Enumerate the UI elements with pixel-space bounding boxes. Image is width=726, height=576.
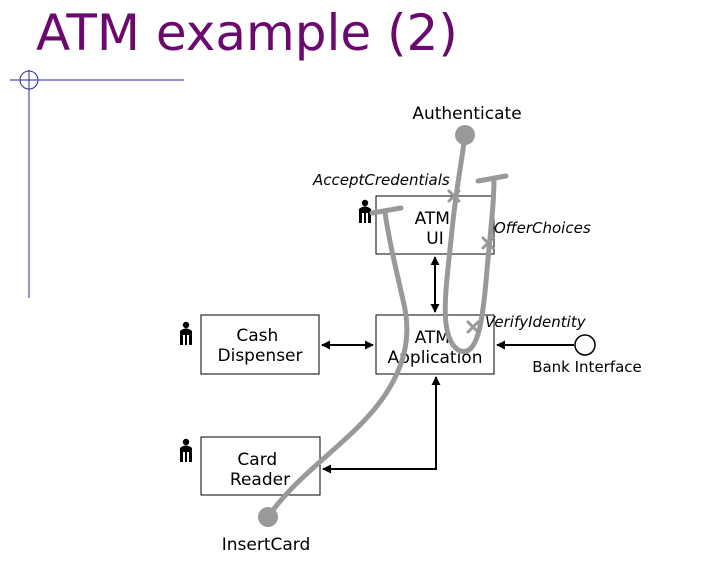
responsibility-accept-credentials: AcceptCredentials — [312, 171, 450, 189]
actor-icon — [359, 199, 371, 223]
path-label-insertcard: InsertCard — [222, 535, 311, 555]
actor-icon — [180, 321, 192, 345]
use-case-path — [265, 132, 509, 520]
component-connectors — [321, 256, 574, 474]
card-reader-label: Card Reader — [230, 450, 290, 490]
responsibility-cross-offer — [481, 236, 495, 250]
path-label-authenticate: Authenticate — [412, 104, 521, 124]
path-start-point-insertcard — [258, 507, 278, 527]
bank-interface-label: Bank Interface — [532, 358, 642, 376]
interface-circle-icon — [574, 334, 596, 356]
path-segment-insertcard — [265, 209, 410, 520]
atm-ui-label: ATM UI — [415, 209, 456, 249]
responsibility-cross-verify — [466, 320, 480, 334]
path-end-bar-offer — [475, 173, 509, 184]
path-start-point-authenticate — [455, 125, 475, 145]
path-end-bar-accept — [369, 205, 404, 216]
slide-accent-lines — [10, 70, 184, 298]
reader-application-connector — [322, 376, 441, 474]
actor-icon — [180, 438, 192, 462]
responsibility-markers — [447, 189, 495, 334]
slide-title: ATM example (2) — [36, 4, 458, 62]
responsibility-cross-accept — [447, 189, 461, 203]
card-reader-box — [200, 436, 321, 496]
atm-ui-box — [375, 195, 495, 255]
cash-dispenser-label: Cash Dispenser — [218, 326, 303, 366]
responsibility-verify-identity: VerifyIdentity — [485, 313, 587, 331]
responsibility-offer-choices: OfferChoices — [494, 219, 591, 237]
cash-dispenser-box — [200, 314, 320, 375]
